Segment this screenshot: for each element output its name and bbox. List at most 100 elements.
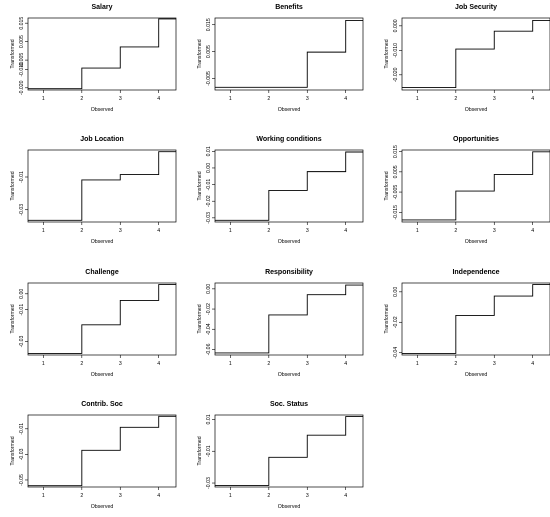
y-tick-label: 0.01	[206, 414, 212, 424]
x-tick-label: 2	[454, 96, 457, 102]
x-tick-label: 4	[344, 493, 347, 499]
y-tick-label: -0.03	[206, 212, 212, 224]
plot-frame	[27, 149, 177, 223]
panel-title: Salary	[91, 4, 112, 11]
x-tick-label: 3	[119, 493, 122, 499]
y-tick-label: -0.06	[206, 343, 212, 355]
y-tick-label: 0.00	[393, 287, 399, 297]
x-axis-label: Observed	[278, 107, 301, 113]
series-step-line	[215, 151, 363, 221]
x-tick-label: 2	[267, 228, 270, 234]
y-tick-label: 0.015	[393, 145, 399, 158]
x-axis-label: Observed	[465, 372, 488, 378]
series-step-line	[215, 416, 363, 486]
y-tick-label: -0.03	[19, 335, 25, 347]
x-tick-label: 1	[42, 228, 45, 234]
x-tick-label: 1	[229, 361, 232, 367]
plot-frame	[214, 414, 364, 488]
plot-frame	[401, 17, 550, 91]
x-axis-label: Observed	[465, 107, 488, 113]
plot-frame	[27, 282, 177, 356]
series-step-line	[215, 19, 363, 88]
x-axis-label: Observed	[91, 504, 114, 510]
y-tick-label: -0.005	[206, 71, 212, 86]
y-tick-label: -0.005	[393, 185, 399, 200]
x-tick-label: 4	[531, 228, 534, 234]
x-tick-label: 3	[306, 493, 309, 499]
x-tick-label: 3	[119, 228, 122, 234]
x-tick-label: 2	[454, 361, 457, 367]
x-axis-label: Observed	[465, 239, 488, 245]
series-step-line	[28, 415, 176, 487]
y-tick-label: -0.05	[19, 474, 25, 486]
series-step-line	[402, 284, 550, 354]
y-axis-label: Transformed	[197, 436, 203, 465]
series-step-line	[402, 151, 550, 221]
x-tick-label: 3	[306, 228, 309, 234]
x-tick-label: 3	[493, 361, 496, 367]
y-tick-label: 0.00	[19, 289, 25, 299]
x-tick-label: 1	[42, 96, 45, 102]
plot-frame	[214, 282, 364, 356]
x-tick-label: 4	[344, 96, 347, 102]
x-tick-label: 4	[344, 361, 347, 367]
panel-title: Job Location	[80, 136, 124, 143]
y-tick-label: -0.02	[393, 316, 399, 328]
y-tick-label: -0.02	[206, 303, 212, 315]
x-tick-label: 4	[157, 493, 160, 499]
x-tick-label: 2	[80, 361, 83, 367]
x-tick-label: 4	[344, 228, 347, 234]
y-tick-label: -0.02	[206, 195, 212, 207]
y-tick-label: 0.005	[19, 35, 25, 48]
plot-frame	[401, 149, 550, 223]
plot-frame	[27, 17, 177, 91]
x-tick-label: 3	[306, 361, 309, 367]
series-step-line	[28, 284, 176, 354]
y-tick-label: -0.03	[19, 448, 25, 460]
x-tick-label: 1	[42, 361, 45, 367]
plot-frame	[27, 414, 177, 488]
x-axis-label: Observed	[91, 239, 114, 245]
y-axis-label: Transformed	[384, 304, 390, 333]
plot-frame	[214, 17, 364, 91]
x-tick-label: 3	[119, 361, 122, 367]
x-tick-label: 1	[416, 228, 419, 234]
x-tick-label: 2	[80, 493, 83, 499]
x-tick-label: 4	[157, 96, 160, 102]
x-tick-label: 3	[493, 96, 496, 102]
y-tick-label: 0.00	[206, 163, 212, 173]
panel-title: Responsibility	[265, 269, 313, 276]
x-tick-label: 3	[493, 228, 496, 234]
y-tick-label: -0.01	[206, 445, 212, 457]
x-tick-label: 4	[531, 361, 534, 367]
y-axis-label: Transformed	[10, 436, 16, 465]
y-tick-label: 0.000	[393, 19, 399, 32]
panel-title: Benefits	[275, 4, 303, 11]
y-axis-label: Transformed	[10, 304, 16, 333]
x-tick-label: 1	[229, 228, 232, 234]
y-tick-label: -0.020	[19, 80, 25, 95]
y-tick-label: -0.015	[393, 205, 399, 220]
y-tick-label: -0.04	[393, 347, 399, 359]
x-tick-label: 4	[531, 96, 534, 102]
x-tick-label: 2	[454, 228, 457, 234]
x-axis-label: Observed	[91, 107, 114, 113]
x-axis-label: Observed	[91, 372, 114, 378]
y-tick-label: -0.04	[206, 323, 212, 335]
